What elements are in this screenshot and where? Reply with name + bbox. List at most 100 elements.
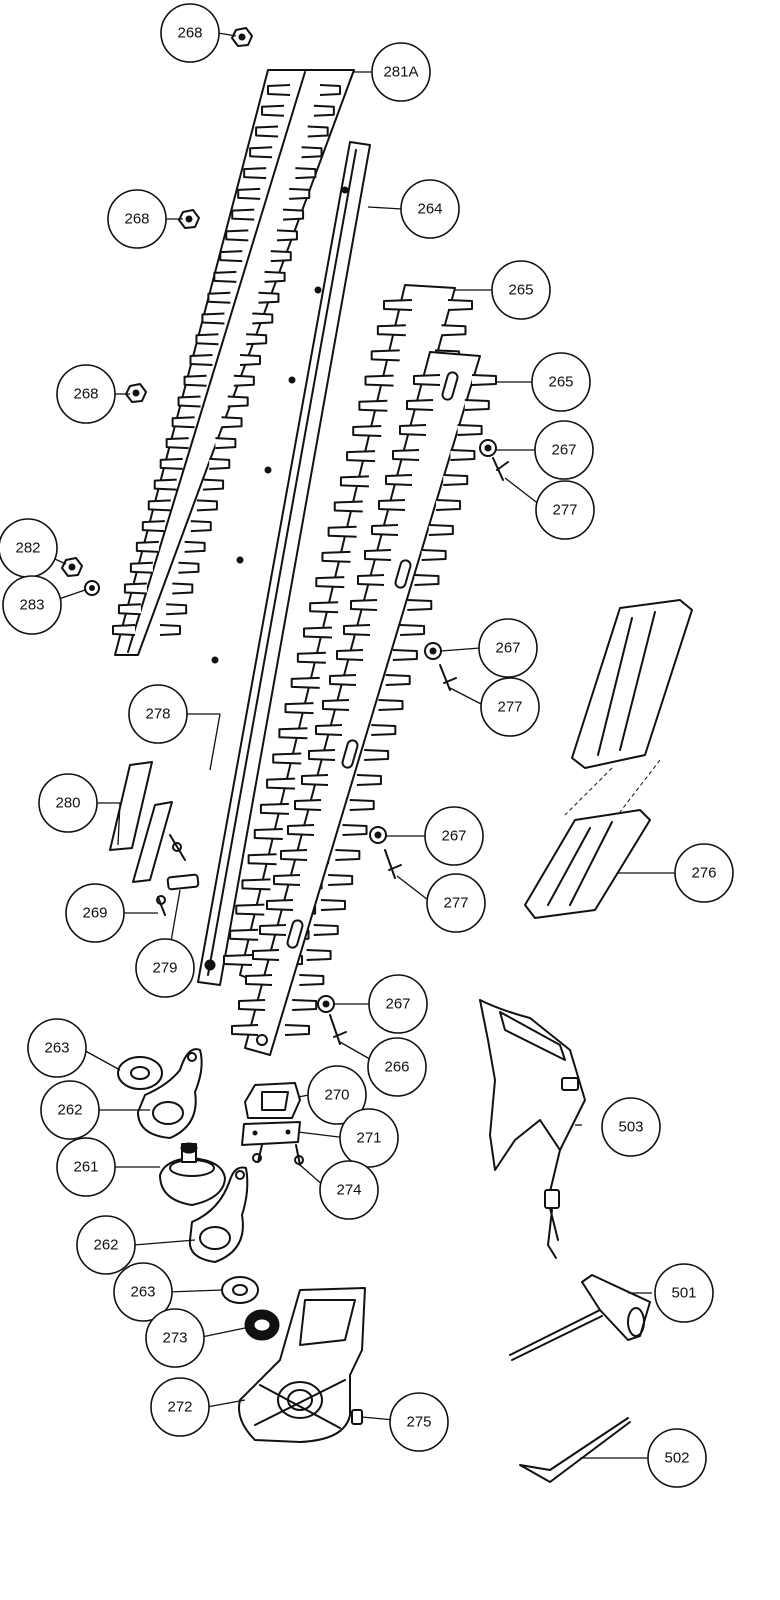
blade-tooth [319, 84, 341, 96]
callout-267: 267 [534, 420, 594, 480]
blade-tooth [276, 229, 298, 242]
blade-tooth [336, 649, 364, 661]
blade-tooth [153, 478, 177, 491]
blade-tooth [378, 499, 406, 511]
callout-283: 283 [2, 575, 62, 635]
svg-text:268: 268 [73, 386, 98, 403]
blade-tooth [306, 949, 332, 961]
blade-tooth [301, 774, 329, 786]
svg-text:275: 275 [406, 1414, 431, 1431]
callout-271: 271 [339, 1108, 399, 1168]
blade-tooth [328, 874, 354, 886]
blade-tooth [376, 324, 406, 337]
blade-tooth [177, 395, 201, 408]
callouts: 268 281A 268 264 265 268 265 267 277 282… [0, 3, 734, 1488]
blade-tooth [399, 424, 427, 436]
blade-tooth [171, 416, 195, 429]
svg-text:265: 265 [548, 374, 573, 391]
svg-text:276: 276 [691, 865, 716, 882]
blade-tooth [112, 624, 136, 636]
blade-tooth [227, 395, 249, 408]
callout-263: 263 [27, 1018, 87, 1078]
callout-263: 263 [113, 1262, 173, 1322]
blade-tooth [385, 474, 413, 486]
blade-tooth [215, 437, 237, 450]
callout-264: 264 [400, 179, 460, 239]
svg-text:280: 280 [55, 795, 80, 812]
blade-tooth [441, 324, 467, 337]
blade-tooth [450, 449, 476, 461]
nut-268-top [231, 27, 253, 47]
plate-280 [109, 761, 153, 851]
washer-bolt-set-middle [424, 642, 457, 691]
callout-265: 265 [531, 352, 591, 412]
gear-housing-272 [238, 1287, 366, 1443]
blade-tooth [421, 549, 447, 561]
svg-text:282: 282 [15, 540, 40, 557]
blade-tooth [346, 450, 376, 463]
callout-501: 501 [654, 1263, 714, 1323]
callout-273: 273 [145, 1308, 205, 1368]
svg-text:277: 277 [497, 699, 522, 716]
blade-tooth [252, 312, 274, 325]
blade-tooth [333, 500, 363, 513]
washer-263-upper [117, 1056, 163, 1090]
callout-279: 279 [135, 938, 195, 998]
blade-tooth [284, 702, 314, 715]
blade-tooth [117, 603, 142, 616]
svg-text:261: 261 [73, 1159, 98, 1176]
blade-tooth [266, 899, 294, 911]
nut-268-lower [125, 383, 147, 403]
blade-tooth [413, 374, 441, 386]
blade-tooth [309, 601, 339, 614]
blade-tooth [241, 878, 271, 891]
svg-text:269: 269 [82, 905, 107, 922]
blade-tooth [159, 624, 181, 636]
nut-282 [61, 557, 83, 577]
svg-text:267: 267 [551, 442, 576, 459]
callout-503: 503 [601, 1097, 661, 1157]
blade-tooth [371, 724, 397, 736]
blade-tooth [258, 291, 280, 304]
callout-276: 276 [674, 843, 734, 903]
blade-tooth [239, 354, 261, 366]
blade-tooth [400, 624, 426, 636]
blade-tooth [166, 603, 188, 616]
svg-text:266: 266 [384, 1059, 409, 1076]
blade-tooth [231, 208, 255, 221]
svg-text:502: 502 [664, 1450, 689, 1467]
washer-bolt-set-lower [369, 826, 402, 879]
blade-tooth [392, 449, 420, 461]
washer-283 [84, 580, 100, 596]
callout-269: 269 [65, 883, 125, 943]
blade-tooth [342, 824, 368, 836]
blade-tooth [183, 374, 207, 387]
blade-tooth [253, 828, 283, 841]
blade-tooth [296, 651, 326, 664]
blade-tooth [313, 104, 335, 117]
guard-clip-276 [524, 599, 693, 919]
blade-tooth [350, 599, 378, 611]
callout-502: 502 [647, 1428, 707, 1488]
callout-268: 268 [107, 189, 167, 249]
blade-tooth [435, 499, 462, 511]
blade-tooth [284, 1024, 310, 1036]
callout-272: 272 [150, 1377, 210, 1437]
blade-tooth [270, 250, 292, 263]
nut-268-middle [178, 209, 200, 229]
callout-275: 275 [389, 1392, 449, 1452]
blade-tooth [364, 374, 394, 387]
blade-tooth [129, 561, 153, 574]
callout-277: 277 [535, 480, 595, 540]
blade-tooth [221, 416, 243, 429]
svg-text:278: 278 [145, 706, 170, 723]
blade-tooth [249, 146, 273, 159]
svg-text:262: 262 [93, 1237, 118, 1254]
bearing-273 [244, 1309, 280, 1341]
washer-bolt-set-266 [317, 995, 347, 1045]
callout-278: 278 [128, 684, 188, 744]
screw-275 [351, 1409, 363, 1425]
blade-tooth [299, 974, 325, 986]
blade-tooth [370, 349, 400, 362]
callout-270: 270 [307, 1065, 367, 1125]
